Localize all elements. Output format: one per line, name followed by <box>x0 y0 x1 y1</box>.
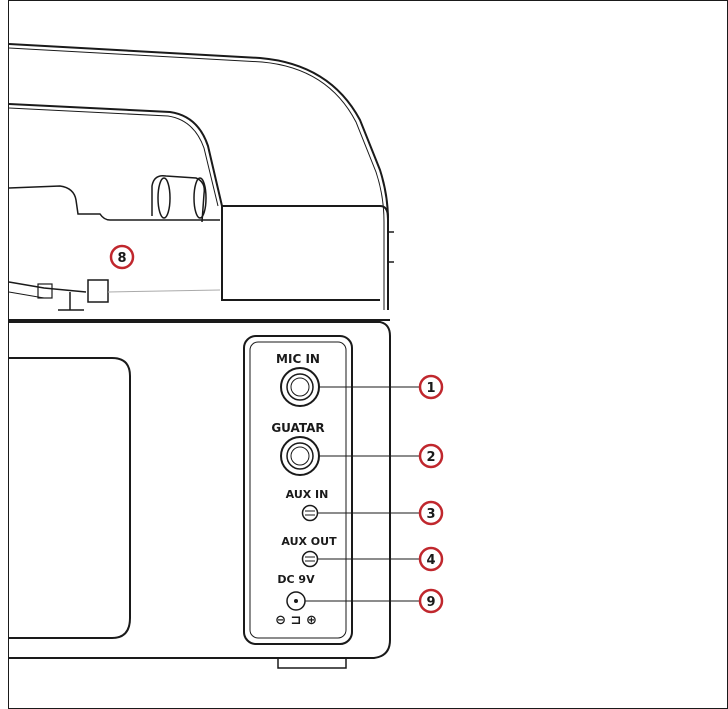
speaker-grille <box>9 357 131 639</box>
hinge-top <box>222 205 389 219</box>
guitar-jack[interactable] <box>280 436 320 476</box>
swivel-knobs <box>151 174 206 223</box>
tonearm-joint <box>37 283 53 299</box>
dc-jack[interactable] <box>286 591 306 611</box>
polarity-symbol: ⊖ ⊐ ⊕ <box>275 613 317 628</box>
callout-1-number: 1 <box>426 381 435 396</box>
handle-outer <box>8 43 389 310</box>
handle-inner <box>8 103 223 207</box>
body-foot <box>277 658 347 669</box>
mic-in-jack[interactable] <box>280 367 320 407</box>
callout-4-number: 4 <box>426 553 435 568</box>
tonearm-head <box>87 279 109 303</box>
knob-right <box>193 177 207 219</box>
callout-2: 2 <box>418 443 444 469</box>
callout-9-number: 9 <box>426 595 435 610</box>
lid-mount <box>8 185 220 221</box>
callout-3: 3 <box>418 500 444 526</box>
aux-in-jack[interactable] <box>301 504 319 522</box>
lid-seam <box>107 289 221 293</box>
aux-in-label: AUX IN <box>286 488 329 501</box>
callout-8: 8 <box>109 244 135 270</box>
body-outline <box>9 321 391 659</box>
connector-panel <box>243 335 353 645</box>
tonearm <box>8 281 87 293</box>
callout-3-number: 3 <box>426 507 435 522</box>
handle-inner-edge <box>8 107 219 207</box>
guitar-label: GUATAR <box>271 421 324 435</box>
aux-out-label: AUX OUT <box>281 535 337 548</box>
connector-panel-inner <box>249 341 347 639</box>
dc-label: DC 9V <box>277 573 315 586</box>
callout-4: 4 <box>418 546 444 572</box>
aux-out-jack[interactable] <box>301 550 319 568</box>
frame-border <box>8 0 728 709</box>
callout-9: 9 <box>418 588 444 614</box>
callout-2-number: 2 <box>426 450 435 465</box>
tonearm-lower <box>8 291 45 299</box>
hinge-block <box>221 206 380 301</box>
knob-left <box>157 177 171 219</box>
mic-in-label: MIC IN <box>276 352 320 366</box>
callout-1: 1 <box>418 374 444 400</box>
callout-8-number: 8 <box>117 251 126 266</box>
